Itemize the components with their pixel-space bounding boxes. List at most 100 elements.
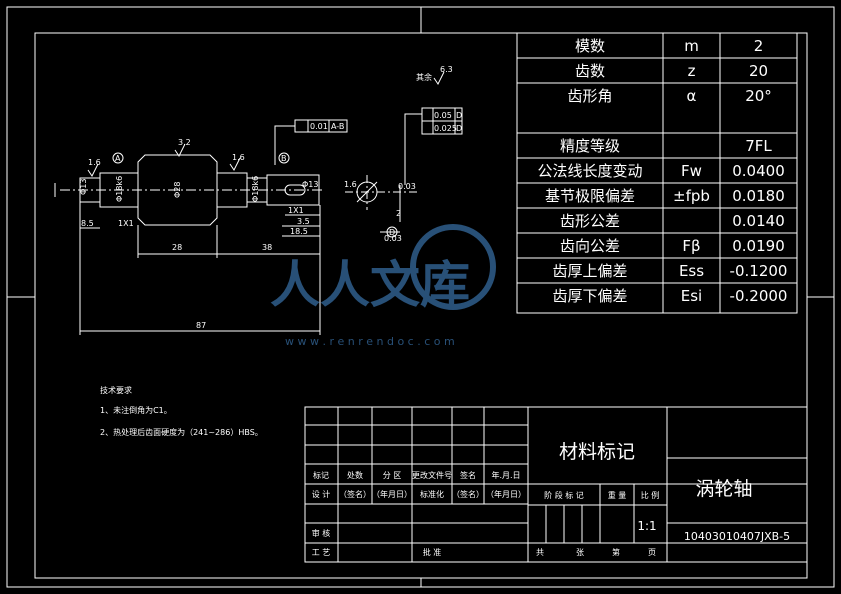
header-change-doc: 更改文件号 — [412, 470, 452, 480]
dim-l-gear: 28 — [172, 243, 182, 252]
tol1-datum: D — [456, 111, 462, 120]
datum-a: A — [115, 154, 121, 163]
sheet-unit-label: 张 — [576, 548, 584, 557]
standard-date: （年月日） — [486, 489, 526, 499]
dim-chamfer-left: 1X1 — [118, 219, 134, 228]
datum-d: D — [389, 228, 395, 237]
watermark: 人人文库 w w w . r e n r e n d o c . c o m — [270, 224, 496, 348]
dim-d-left: Φ13 — [79, 179, 88, 195]
param-value: 0.0180 — [732, 187, 785, 205]
param-symbol: ±fpb — [673, 187, 710, 205]
param-value: 2 — [754, 37, 764, 55]
header-date: 年.月.日 — [491, 470, 520, 480]
param-value: 0.0190 — [732, 237, 785, 255]
param-name: 齿数 — [575, 62, 605, 80]
header-count: 处数 — [347, 470, 363, 480]
roughness-rest-value: 6.3 — [440, 65, 453, 74]
param-name: 齿形角 — [567, 87, 612, 105]
watermark-logo-icon — [410, 224, 496, 310]
roughness-bearing: 1.6 — [232, 153, 245, 162]
dim-d-bearing1: Φ18k6 — [115, 176, 124, 202]
tol2-datum: D — [456, 124, 462, 133]
design-date: （年月日） — [372, 489, 412, 499]
dim-key-step: 3.5 — [297, 217, 310, 226]
stage-mark-label: 阶 段 标 记 — [544, 490, 584, 500]
dim-key-depth: 2 — [396, 209, 401, 218]
sheet-page-label: 页 — [648, 548, 656, 557]
gear-parameter-table: 模数 m 2 齿数 z 20 齿形角 α 20° 精度等级 7FL 公法线长度变动 Fw 0.0400 基节… — [516, 32, 798, 314]
param-value: 0.0140 — [732, 212, 785, 230]
title-block — [304, 406, 808, 563]
drawing-frame — [6, 6, 835, 588]
design-label: 设 计 — [312, 489, 331, 499]
param-symbol: Fβ — [682, 237, 700, 255]
watermark-url: w w w . r e n r e n d o c . c o m — [285, 335, 455, 348]
tol-runout-datum: A-B — [331, 122, 344, 131]
param-name: 齿厚下偏差 — [552, 287, 627, 305]
scale-value: 1:1 — [637, 519, 656, 533]
roughness-left: 1.6 — [88, 158, 101, 167]
param-name: 齿形公差 — [560, 212, 620, 230]
param-name: 齿厚上偏差 — [552, 262, 627, 280]
watermark-text: 人人文库 — [270, 256, 470, 314]
process-label: 工 艺 — [312, 548, 331, 557]
param-name: 齿向公差 — [560, 237, 620, 255]
header-zone: 分 区 — [383, 471, 402, 480]
param-name: 基节极限偏差 — [545, 187, 635, 205]
shaft-drawing — [54, 71, 463, 335]
roughness-key: 1.6 — [344, 180, 357, 189]
note-2: 2、热处理后齿面硬度为（241~286）HBS。 — [100, 427, 263, 437]
header-sign: 签名 — [460, 470, 476, 480]
param-symbol: Ess — [679, 262, 704, 280]
design-sign: （签名） — [339, 489, 371, 499]
param-symbol: z — [688, 62, 696, 80]
tol1-value: 0.05 — [434, 111, 452, 120]
param-value: 7FL — [745, 137, 772, 155]
weight-label: 重 量 — [608, 490, 627, 500]
note-1: 1、未注倒角为C1。 — [100, 405, 172, 415]
dim-l-left: 8.5 — [81, 219, 94, 228]
param-symbol: m — [684, 37, 699, 55]
param-symbol: α — [687, 87, 697, 105]
part-name: 涡轮轴 — [695, 478, 752, 500]
dim-key-length: 18.5 — [290, 227, 308, 236]
tol2-value: 0.025 — [434, 124, 457, 133]
param-symbol: Fw — [681, 162, 702, 180]
dim-d-right: Φ13 — [302, 180, 318, 189]
drawing-number: 10403010407JXB-5 — [684, 530, 790, 543]
standard-label: 标准化 — [420, 489, 444, 499]
technical-notes: 技术要求 1、未注倒角为C1。 2、热处理后齿面硬度为（241~286）HBS。 — [100, 385, 263, 437]
dim-l-total: 87 — [196, 321, 206, 330]
scale-label: 比 例 — [641, 490, 660, 500]
title-block-text: 材料标记 涡轮轴 10403010407JXB-5 1:1 标记 处数 分 区 … — [312, 441, 790, 557]
param-name: 精度等级 — [560, 137, 620, 155]
review-label: 审 核 — [312, 528, 331, 538]
header-mark: 标记 — [313, 470, 329, 480]
approve-label: 批 准 — [423, 547, 442, 557]
material-label: 材料标记 — [559, 441, 635, 463]
dim-d-gear: Φ28 — [173, 182, 182, 198]
dim-key-offset: 0.03 — [384, 234, 402, 243]
dim-l-right: 38 — [262, 243, 272, 252]
param-name: 公法线长度变动 — [537, 162, 642, 180]
param-name: 模数 — [575, 37, 605, 55]
sheet-no-label: 第 — [612, 547, 620, 557]
drawing-labels: Φ13 Φ18k6 Φ28 Φ18k6 Φ13 1X1 8.5 28 38 87… — [79, 65, 462, 330]
datum-b: B — [281, 154, 287, 163]
param-value: 20° — [745, 87, 772, 105]
param-value: -0.1200 — [730, 262, 788, 280]
param-symbol: Esi — [681, 287, 702, 305]
param-value: 20 — [749, 62, 768, 80]
notes-title: 技术要求 — [100, 385, 132, 395]
tol-runout: 0.01 — [310, 122, 328, 131]
roughness-rest-label: 其余 — [416, 72, 432, 82]
dim-chamfer-right: 1X1 — [288, 206, 304, 215]
roughness-gear: 3.2 — [178, 138, 191, 147]
standard-sign: （签名） — [452, 489, 484, 499]
dim-d-bearing2: Φ18k6 — [251, 176, 260, 202]
sheet-total-label: 共 — [536, 548, 544, 557]
param-value: 0.0400 — [732, 162, 785, 180]
dim-key-width: 0.03 — [398, 182, 416, 191]
param-value: -0.2000 — [730, 287, 788, 305]
